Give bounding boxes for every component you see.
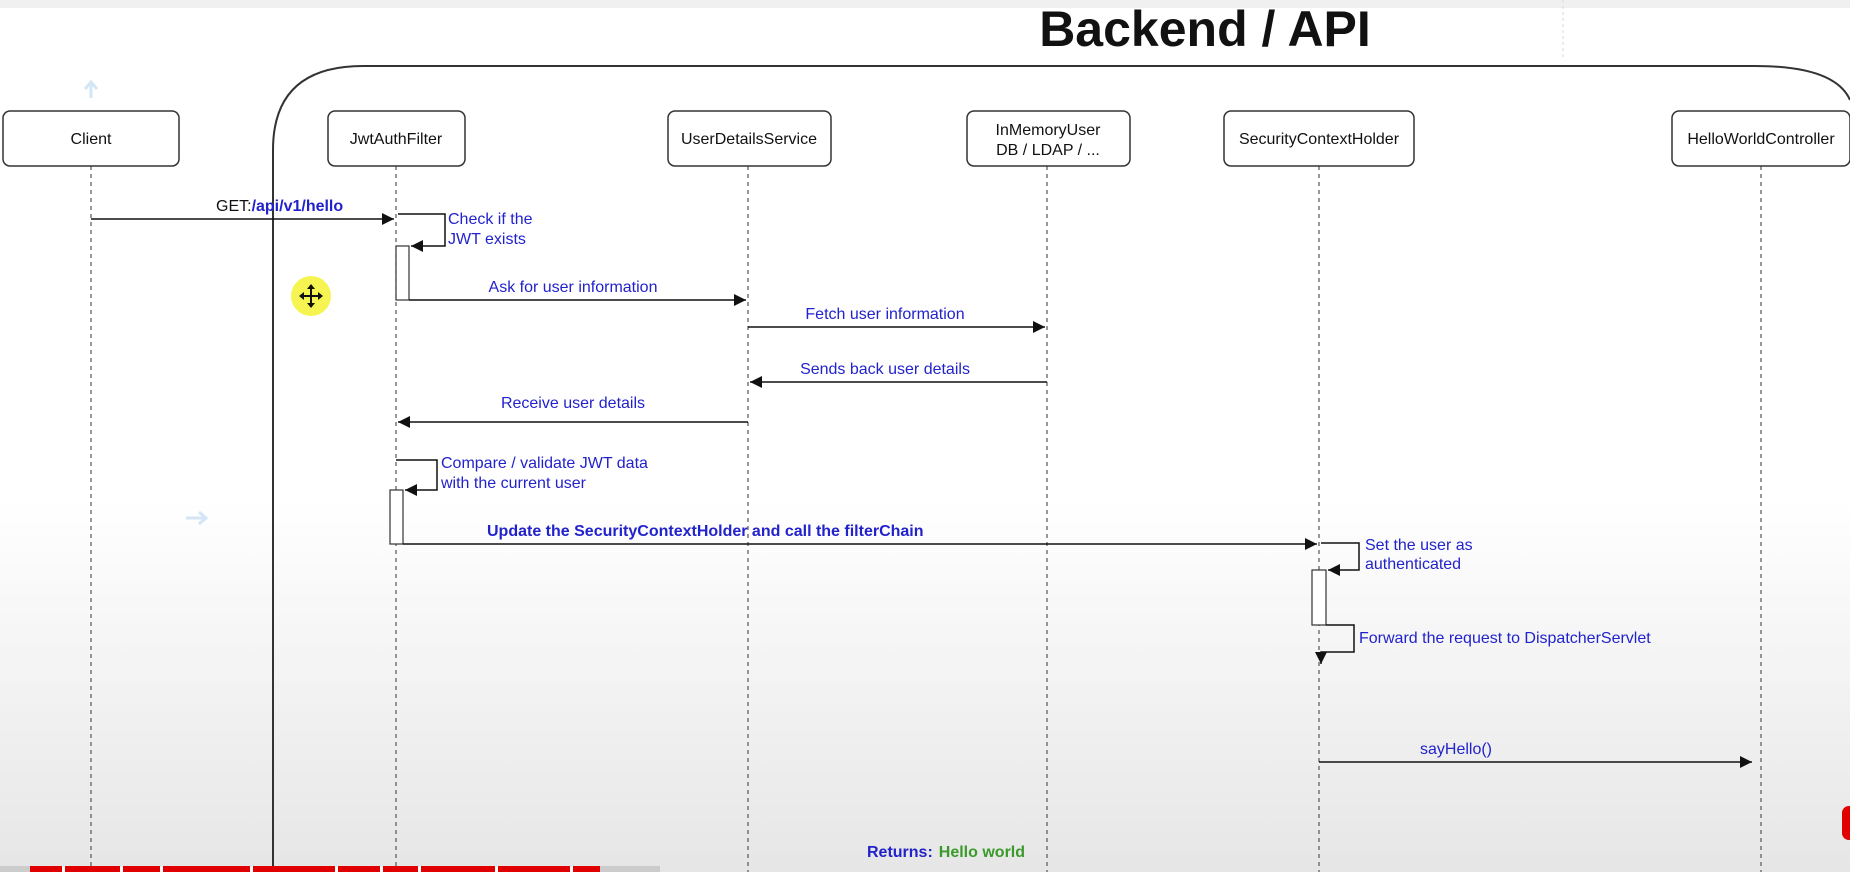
participant-jwt-label: JwtAuthFilter	[350, 131, 443, 148]
right-arrow-icon	[186, 510, 209, 526]
activation-jwt-1	[395, 245, 410, 301]
receive-label: Receive user details	[501, 395, 645, 412]
diagram-title: Backend / API	[1039, 1, 1371, 57]
get-path: /api/v1/hello	[252, 198, 344, 215]
returns-prefix: Returns:	[867, 844, 933, 861]
participant-db-label-2: DB / LDAP / ...	[996, 142, 1100, 159]
arrow-forward	[1315, 624, 1355, 664]
top-strip	[0, 0, 1850, 8]
participant-jwt	[327, 110, 466, 167]
fetch-user-label: Fetch user information	[805, 306, 964, 323]
say-hello-label: sayHello()	[1420, 741, 1492, 758]
participant-sch-label: SecurityContextHolder	[1239, 131, 1400, 148]
get-method: GET:	[216, 198, 252, 215]
participant-sch	[1223, 110, 1415, 167]
move-cursor-icon	[291, 276, 331, 316]
activation-jwt-2	[389, 489, 404, 545]
participant-uds	[667, 110, 832, 167]
progress-fill	[30, 866, 600, 872]
check-jwt-label-2: JWT exists	[448, 231, 526, 248]
participant-db	[966, 110, 1131, 167]
arrow-compare	[396, 459, 438, 496]
ask-user-label: Ask for user information	[489, 279, 658, 296]
participant-db-label-1: InMemoryUser	[996, 122, 1102, 139]
update-label: Update the SecurityContextHolder and cal…	[487, 523, 924, 540]
returns-label: Returns: Hello world	[867, 844, 1025, 861]
check-jwt-label-1: Check if the	[448, 211, 533, 228]
up-arrow-icon	[83, 79, 99, 98]
participant-client	[2, 110, 180, 167]
get-request-label: GET:/api/v1/hello	[216, 198, 343, 215]
compare-label-1: Compare / validate JWT data	[441, 455, 648, 472]
returns-value: Hello world	[939, 844, 1025, 861]
channel-logo	[1842, 806, 1850, 840]
forward-label: Forward the request to DispatcherServlet	[1359, 630, 1651, 647]
arrow-set-user	[1321, 542, 1360, 576]
sends-back-label: Sends back user details	[800, 361, 970, 378]
participant-hwc-label: HelloWorldController	[1687, 131, 1835, 148]
set-user-label-1: Set the user as	[1365, 537, 1473, 554]
backend-boundary	[272, 65, 1850, 872]
activation-sch	[1311, 569, 1327, 626]
participant-hwc	[1671, 110, 1850, 167]
set-user-label-2: authenticated	[1365, 556, 1461, 573]
participant-uds-label: UserDetailsService	[681, 131, 817, 148]
arrow-check-jwt	[398, 213, 446, 252]
compare-label-2: with the current user	[440, 475, 587, 492]
participant-client-label: Client	[71, 131, 112, 148]
